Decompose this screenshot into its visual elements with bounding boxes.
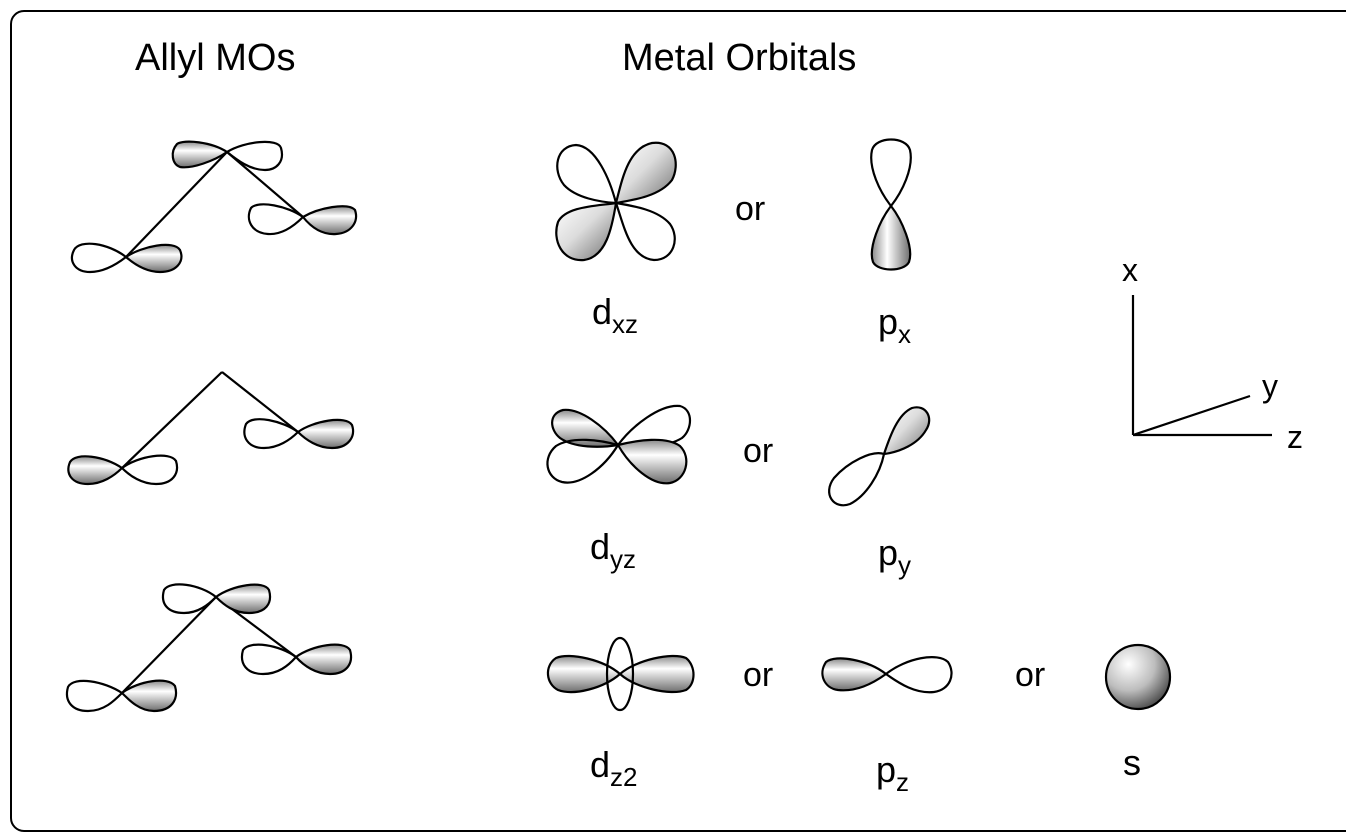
allyl-bond (121, 371, 223, 469)
lobe-shaded (616, 438, 688, 485)
lobe-shaded (296, 418, 355, 450)
dyz-label: dyz (590, 526, 637, 575)
lobe-open (120, 454, 179, 486)
lobe-shaded (301, 205, 358, 236)
lobe-shaded (171, 140, 229, 169)
or-connector: or (735, 190, 766, 228)
lobe-open (240, 643, 298, 676)
lobe-shaded (546, 654, 622, 694)
dxz-label: dxz (592, 291, 639, 340)
lobe-shaded (294, 643, 353, 676)
allyl-bond (125, 151, 228, 258)
dyz-orbital (546, 404, 692, 485)
lobe-open (161, 583, 218, 615)
lobe-open (65, 679, 124, 713)
allyl-heading: Allyl MOs (135, 37, 296, 79)
or-connector: or (1015, 656, 1046, 694)
lobe-shaded (882, 406, 931, 456)
pz-label: pz (876, 749, 910, 798)
lobe-open (556, 143, 618, 205)
z-axis-label: z (1287, 419, 1303, 455)
axes (1131, 295, 1272, 437)
or-connector: or (743, 432, 774, 470)
px-orbital (870, 138, 912, 271)
lobe-shaded (821, 657, 888, 692)
lobe-open (247, 203, 305, 236)
lobe-shaded (214, 583, 272, 615)
lobe-shaded (67, 455, 124, 486)
pz-orbital (821, 656, 953, 694)
lobe-open (870, 138, 912, 208)
dz2-orbital (546, 636, 695, 712)
lobe-open (884, 656, 953, 694)
metal-heading: Metal Orbitals (622, 37, 857, 79)
dz2-label: dz2 (590, 744, 638, 793)
y-axis-label: y (1262, 368, 1278, 404)
lobe-shaded (124, 243, 183, 274)
allyl-bond (221, 371, 299, 433)
lobe-shaded (618, 654, 695, 694)
allyl-mo-2 (67, 371, 355, 486)
allyl-bond (226, 151, 304, 218)
s-label: s (1123, 742, 1141, 783)
or-connector: or (743, 656, 774, 694)
lobe-shaded (614, 141, 677, 205)
py-orbital (828, 406, 931, 507)
y-axis (1132, 394, 1251, 437)
torus-ring (605, 636, 635, 712)
lobe-open (243, 418, 300, 450)
allyl-mo-3 (65, 583, 353, 713)
lobe-shaded (551, 408, 620, 448)
lobe-shaded (555, 201, 618, 262)
lobe-open (225, 140, 284, 172)
lobe-shaded (870, 204, 912, 271)
s-orbital (1104, 643, 1172, 711)
py-label: py (878, 532, 912, 581)
px-label: px (878, 301, 912, 350)
allyl-mo-1 (70, 140, 358, 274)
lobe-shaded (120, 679, 178, 713)
x-axis-label: x (1122, 252, 1138, 288)
allyl-bond (121, 596, 217, 694)
lobe-open (828, 452, 886, 507)
diagram-frame (10, 10, 1346, 832)
lobe-open (546, 438, 620, 484)
dxz-orbital (555, 141, 677, 262)
lobe-open (614, 201, 676, 262)
lobe-open (70, 242, 128, 274)
